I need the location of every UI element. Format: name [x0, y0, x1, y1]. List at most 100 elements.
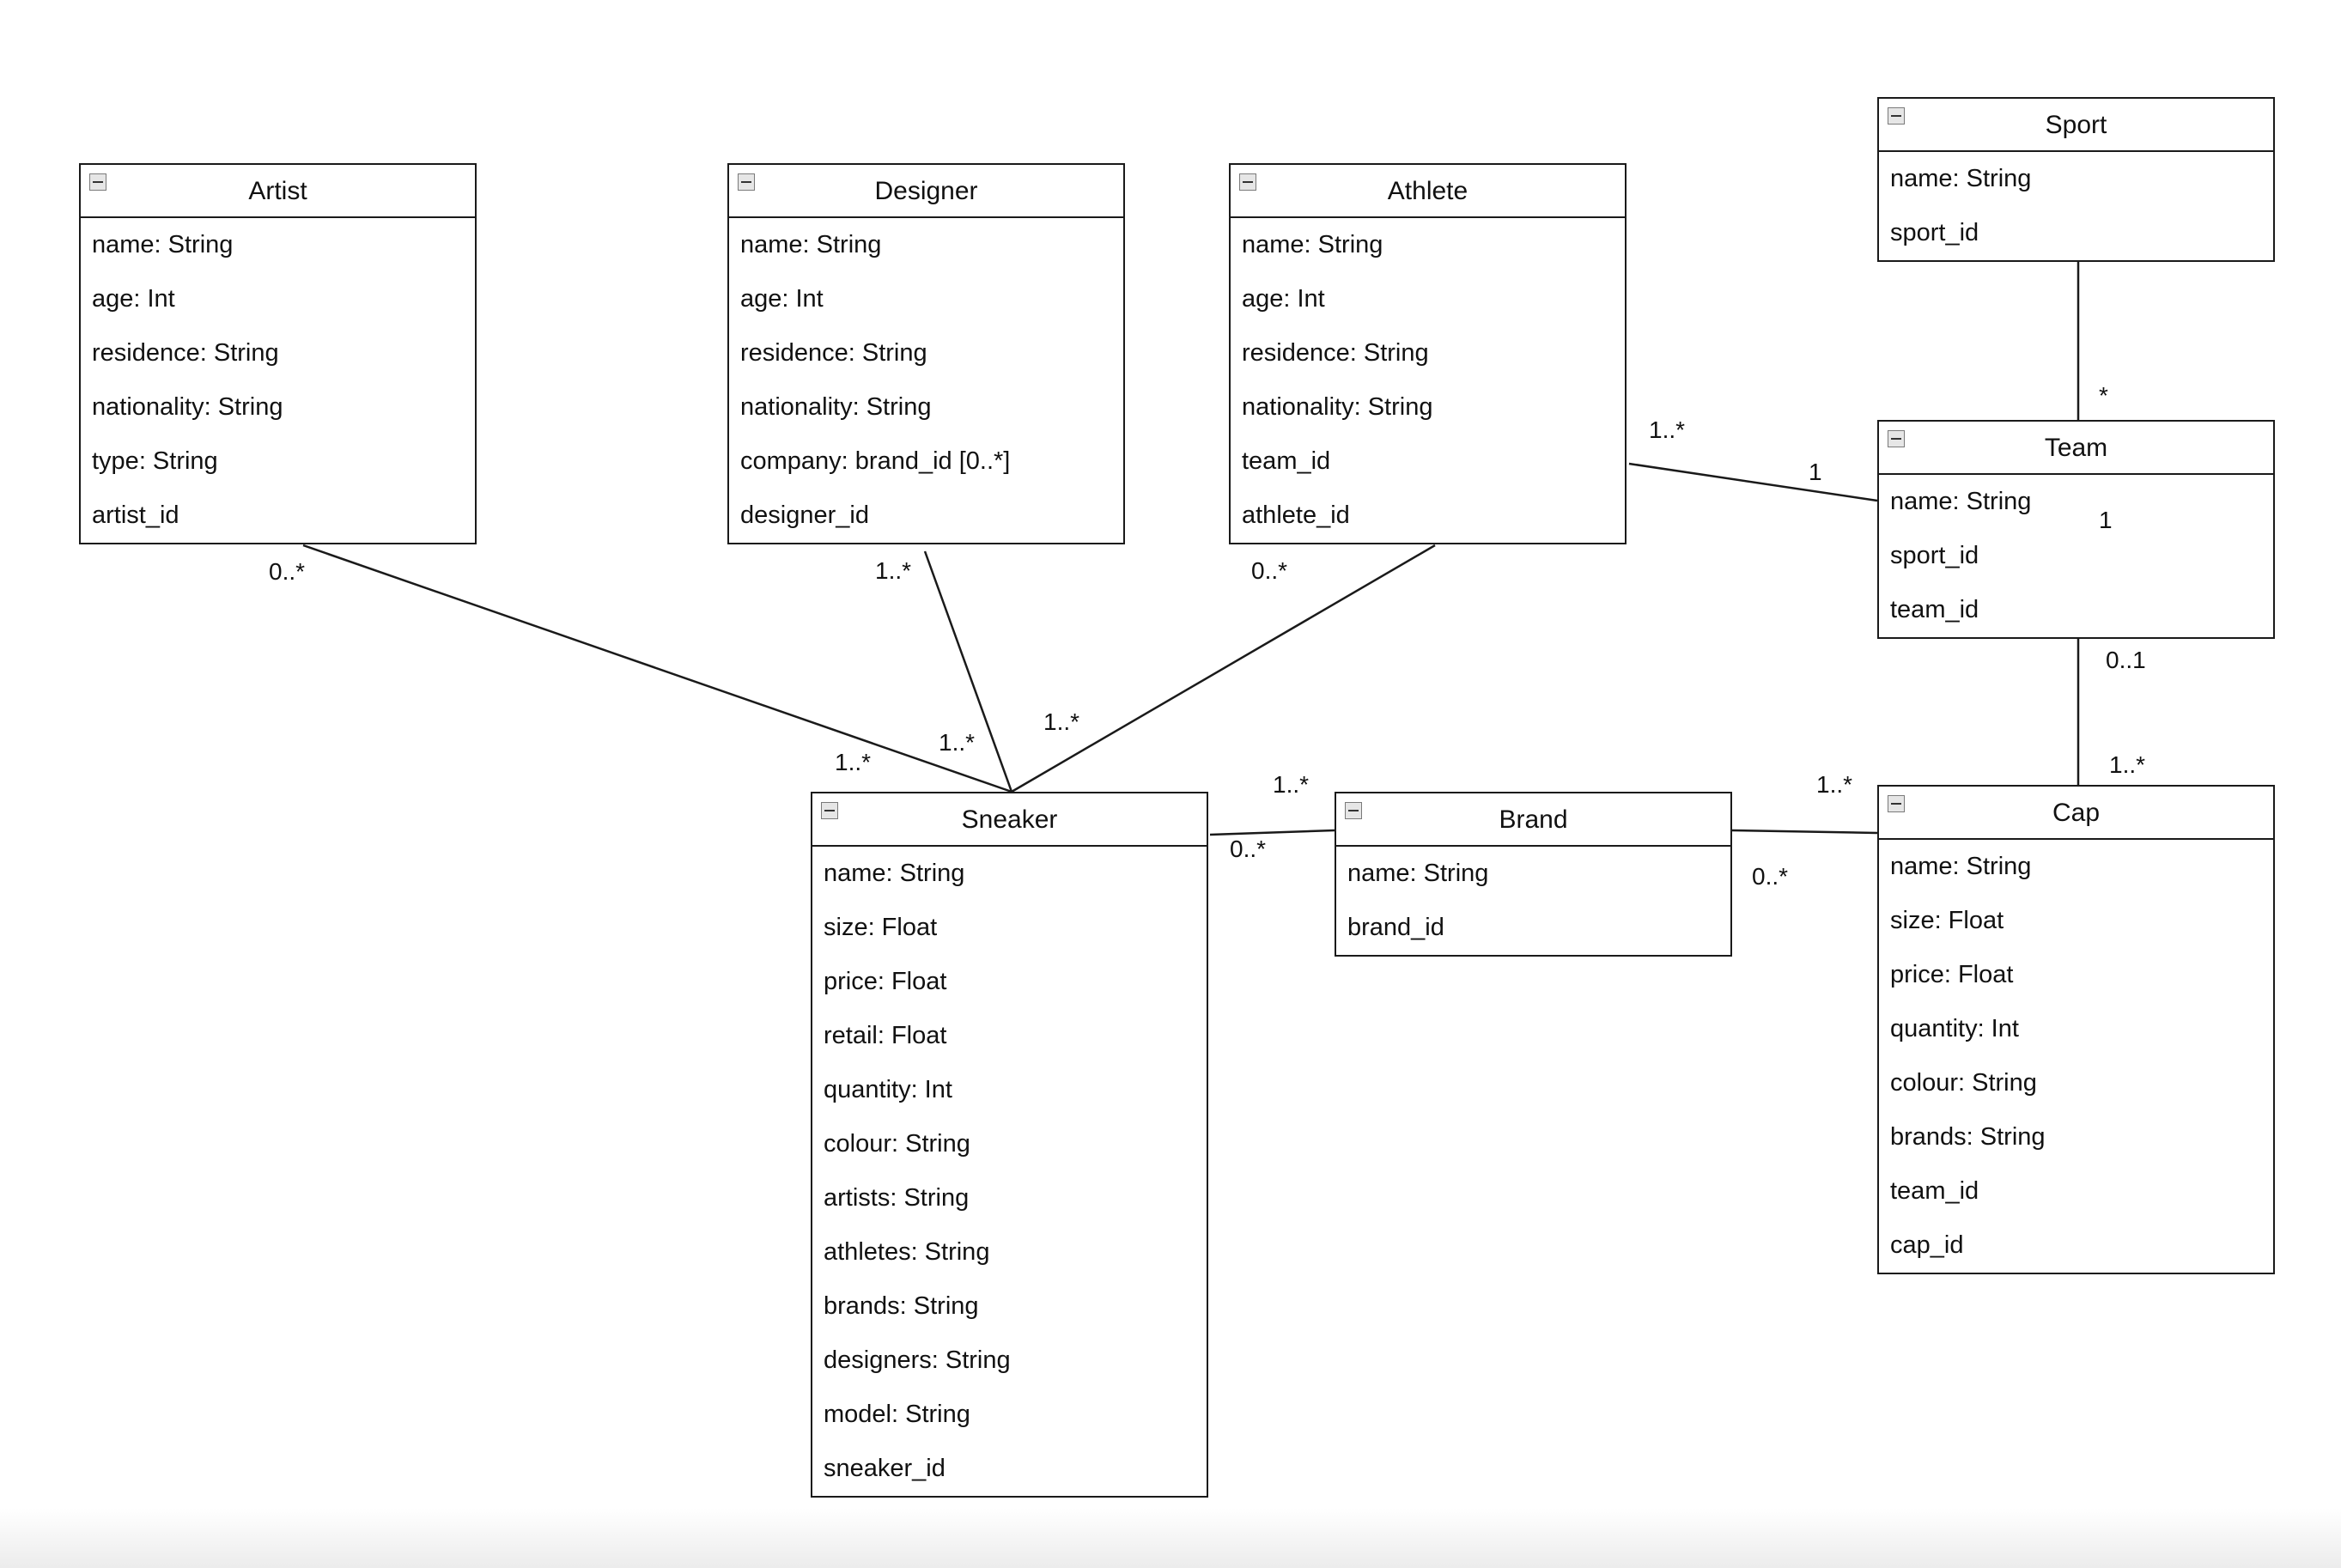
class-header[interactable]: Artist [81, 165, 475, 218]
attribute: quantity: Int [824, 1076, 952, 1103]
attribute: name: String [92, 231, 234, 258]
multiplicity-sneaker-end-designer: 1..* [939, 729, 976, 756]
edge-sneaker-brand[interactable] [1209, 829, 1335, 836]
attribute: team_id [1242, 447, 1331, 475]
attribute: artists: String [824, 1184, 970, 1212]
multiplicity-brand-end-cap: 0..* [1752, 863, 1789, 890]
collapse-icon[interactable] [1888, 430, 1905, 447]
collapse-icon[interactable] [1239, 173, 1256, 191]
attribute: brands: String [1890, 1123, 2046, 1151]
class-title: Cap [2052, 799, 2101, 827]
edge-designer-sneaker[interactable] [923, 550, 1013, 793]
attribute: model: String [824, 1401, 970, 1428]
class-header[interactable]: Team [1879, 422, 2273, 475]
collapse-icon[interactable] [1345, 802, 1362, 819]
attribute: sport_id [1890, 219, 1979, 246]
class-header[interactable]: Brand [1336, 793, 1730, 847]
attribute: name: String [824, 860, 965, 887]
multiplicity-cap-end-brand: 1..* [1816, 771, 1853, 798]
class-team[interactable]: Team name: String sport_id team_id [1877, 420, 2275, 639]
attribute: team_id [1890, 1177, 1979, 1205]
attribute: team_id [1890, 596, 1979, 623]
collapse-icon[interactable] [821, 802, 838, 819]
attribute: athletes: String [824, 1238, 990, 1266]
class-title: Brand [1499, 805, 1568, 834]
class-header[interactable]: Designer [729, 165, 1123, 218]
edge-brand-cap[interactable] [1731, 829, 1878, 835]
multiplicity-team-end-sport: * [2099, 382, 2108, 409]
attribute: nationality: String [1242, 393, 1433, 421]
multiplicity-sneaker-end-artist: 1..* [835, 749, 872, 775]
class-sneaker[interactable]: Sneaker name: String size: Float price: … [811, 792, 1208, 1498]
multiplicity-team-inner: 1 [2099, 507, 2113, 533]
multiplicity-athlete-end-team: 1..* [1649, 416, 1686, 443]
class-designer[interactable]: Designer name: String age: Int residence… [727, 163, 1125, 544]
attribute: age: Int [92, 285, 175, 313]
multiplicity-athlete-end-sneaker: 0..* [1251, 557, 1288, 584]
attribute: nationality: String [92, 393, 283, 421]
attribute: name: String [740, 231, 882, 258]
attribute: name: String [1890, 853, 2032, 880]
attribute: size: Float [1890, 907, 2004, 934]
collapse-icon[interactable] [89, 173, 106, 191]
attribute: colour: String [1890, 1069, 2037, 1097]
attribute: residence: String [740, 339, 927, 367]
attribute: price: Float [1890, 961, 2014, 988]
class-title: Athlete [1387, 177, 1468, 205]
attribute: designer_id [740, 501, 869, 529]
multiplicity-cap-end-team: 1..* [2109, 751, 2146, 778]
attribute: name: String [1890, 165, 2032, 192]
attribute: company: brand_id [0..*] [740, 447, 1011, 475]
attribute: name: String [1890, 488, 2032, 515]
class-athlete[interactable]: Athlete name: String age: Int residence:… [1229, 163, 1627, 544]
multiplicity-sneaker-end-athlete: 1..* [1043, 708, 1080, 735]
attribute: artist_id [92, 501, 179, 529]
attribute: quantity: Int [1890, 1015, 2019, 1042]
class-header[interactable]: Cap [1879, 787, 2273, 840]
attribute: retail: Float [824, 1022, 947, 1049]
edge-artist-sneaker[interactable] [302, 544, 1012, 793]
edge-athlete-team[interactable] [1628, 462, 1878, 502]
attribute: name: String [1347, 860, 1489, 887]
attribute: sneaker_id [824, 1455, 946, 1482]
collapse-icon[interactable] [738, 173, 755, 191]
class-artist[interactable]: Artist name: String age: Int residence: … [79, 163, 477, 544]
attribute: designers: String [824, 1346, 1011, 1374]
class-title: Designer [874, 177, 978, 205]
attribute: colour: String [824, 1130, 970, 1158]
collapse-icon[interactable] [1888, 795, 1905, 812]
attribute: type: String [92, 447, 218, 475]
multiplicity-team-end-cap: 0..1 [2106, 647, 2146, 673]
attribute: brands: String [824, 1292, 979, 1320]
class-brand[interactable]: Brand name: String brand_id [1335, 792, 1732, 957]
attribute: cap_id [1890, 1231, 1964, 1259]
collapse-icon[interactable] [1888, 107, 1905, 125]
attribute: residence: String [92, 339, 279, 367]
class-header[interactable]: Athlete [1231, 165, 1625, 218]
multiplicity-brand-end-sneaker: 1..* [1273, 771, 1310, 798]
attribute: sport_id [1890, 542, 1979, 569]
attribute: athlete_id [1242, 501, 1350, 529]
multiplicity-designer-end: 1..* [875, 557, 912, 584]
multiplicity-artist-end: 0..* [269, 558, 306, 585]
class-cap[interactable]: Cap name: String size: Float price: Floa… [1877, 785, 2275, 1274]
attribute: age: Int [1242, 285, 1325, 313]
class-sport[interactable]: Sport name: String sport_id [1877, 97, 2275, 262]
class-title: Sport [2045, 111, 2107, 139]
attribute: nationality: String [740, 393, 932, 421]
attribute: age: Int [740, 285, 824, 313]
attribute: price: Float [824, 968, 947, 995]
attribute: brand_id [1347, 914, 1444, 941]
bottom-scroll-shade [0, 1508, 2341, 1568]
edge-athlete-sneaker[interactable] [1011, 544, 1436, 793]
attribute: residence: String [1242, 339, 1429, 367]
attribute: name: String [1242, 231, 1383, 258]
class-title: Artist [248, 177, 307, 205]
class-header[interactable]: Sport [1879, 99, 2273, 152]
class-title: Sneaker [961, 805, 1058, 834]
multiplicity-sneaker-end-brand: 0..* [1230, 836, 1267, 862]
attribute: size: Float [824, 914, 938, 941]
class-header[interactable]: Sneaker [812, 793, 1207, 847]
